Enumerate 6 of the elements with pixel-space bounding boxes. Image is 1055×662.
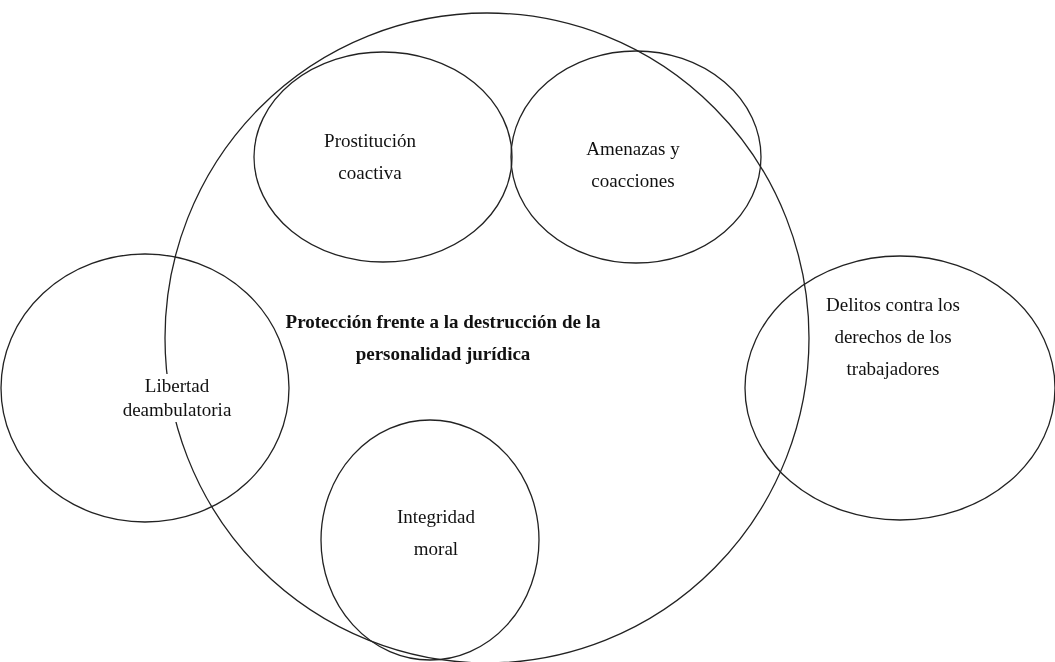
group-title: Protección frente a la destrucción de la personalidad jurídica bbox=[284, 310, 602, 366]
circle-label: Prostitución coactiva bbox=[323, 129, 417, 185]
circle-label: Libertad deambulatoria bbox=[122, 374, 232, 422]
circle-label: Integridad moral bbox=[395, 505, 477, 561]
circle-label: Amenazas y coacciones bbox=[585, 137, 681, 193]
circle-label: Delitos contra los derechos de los trabajadores bbox=[825, 293, 961, 381]
